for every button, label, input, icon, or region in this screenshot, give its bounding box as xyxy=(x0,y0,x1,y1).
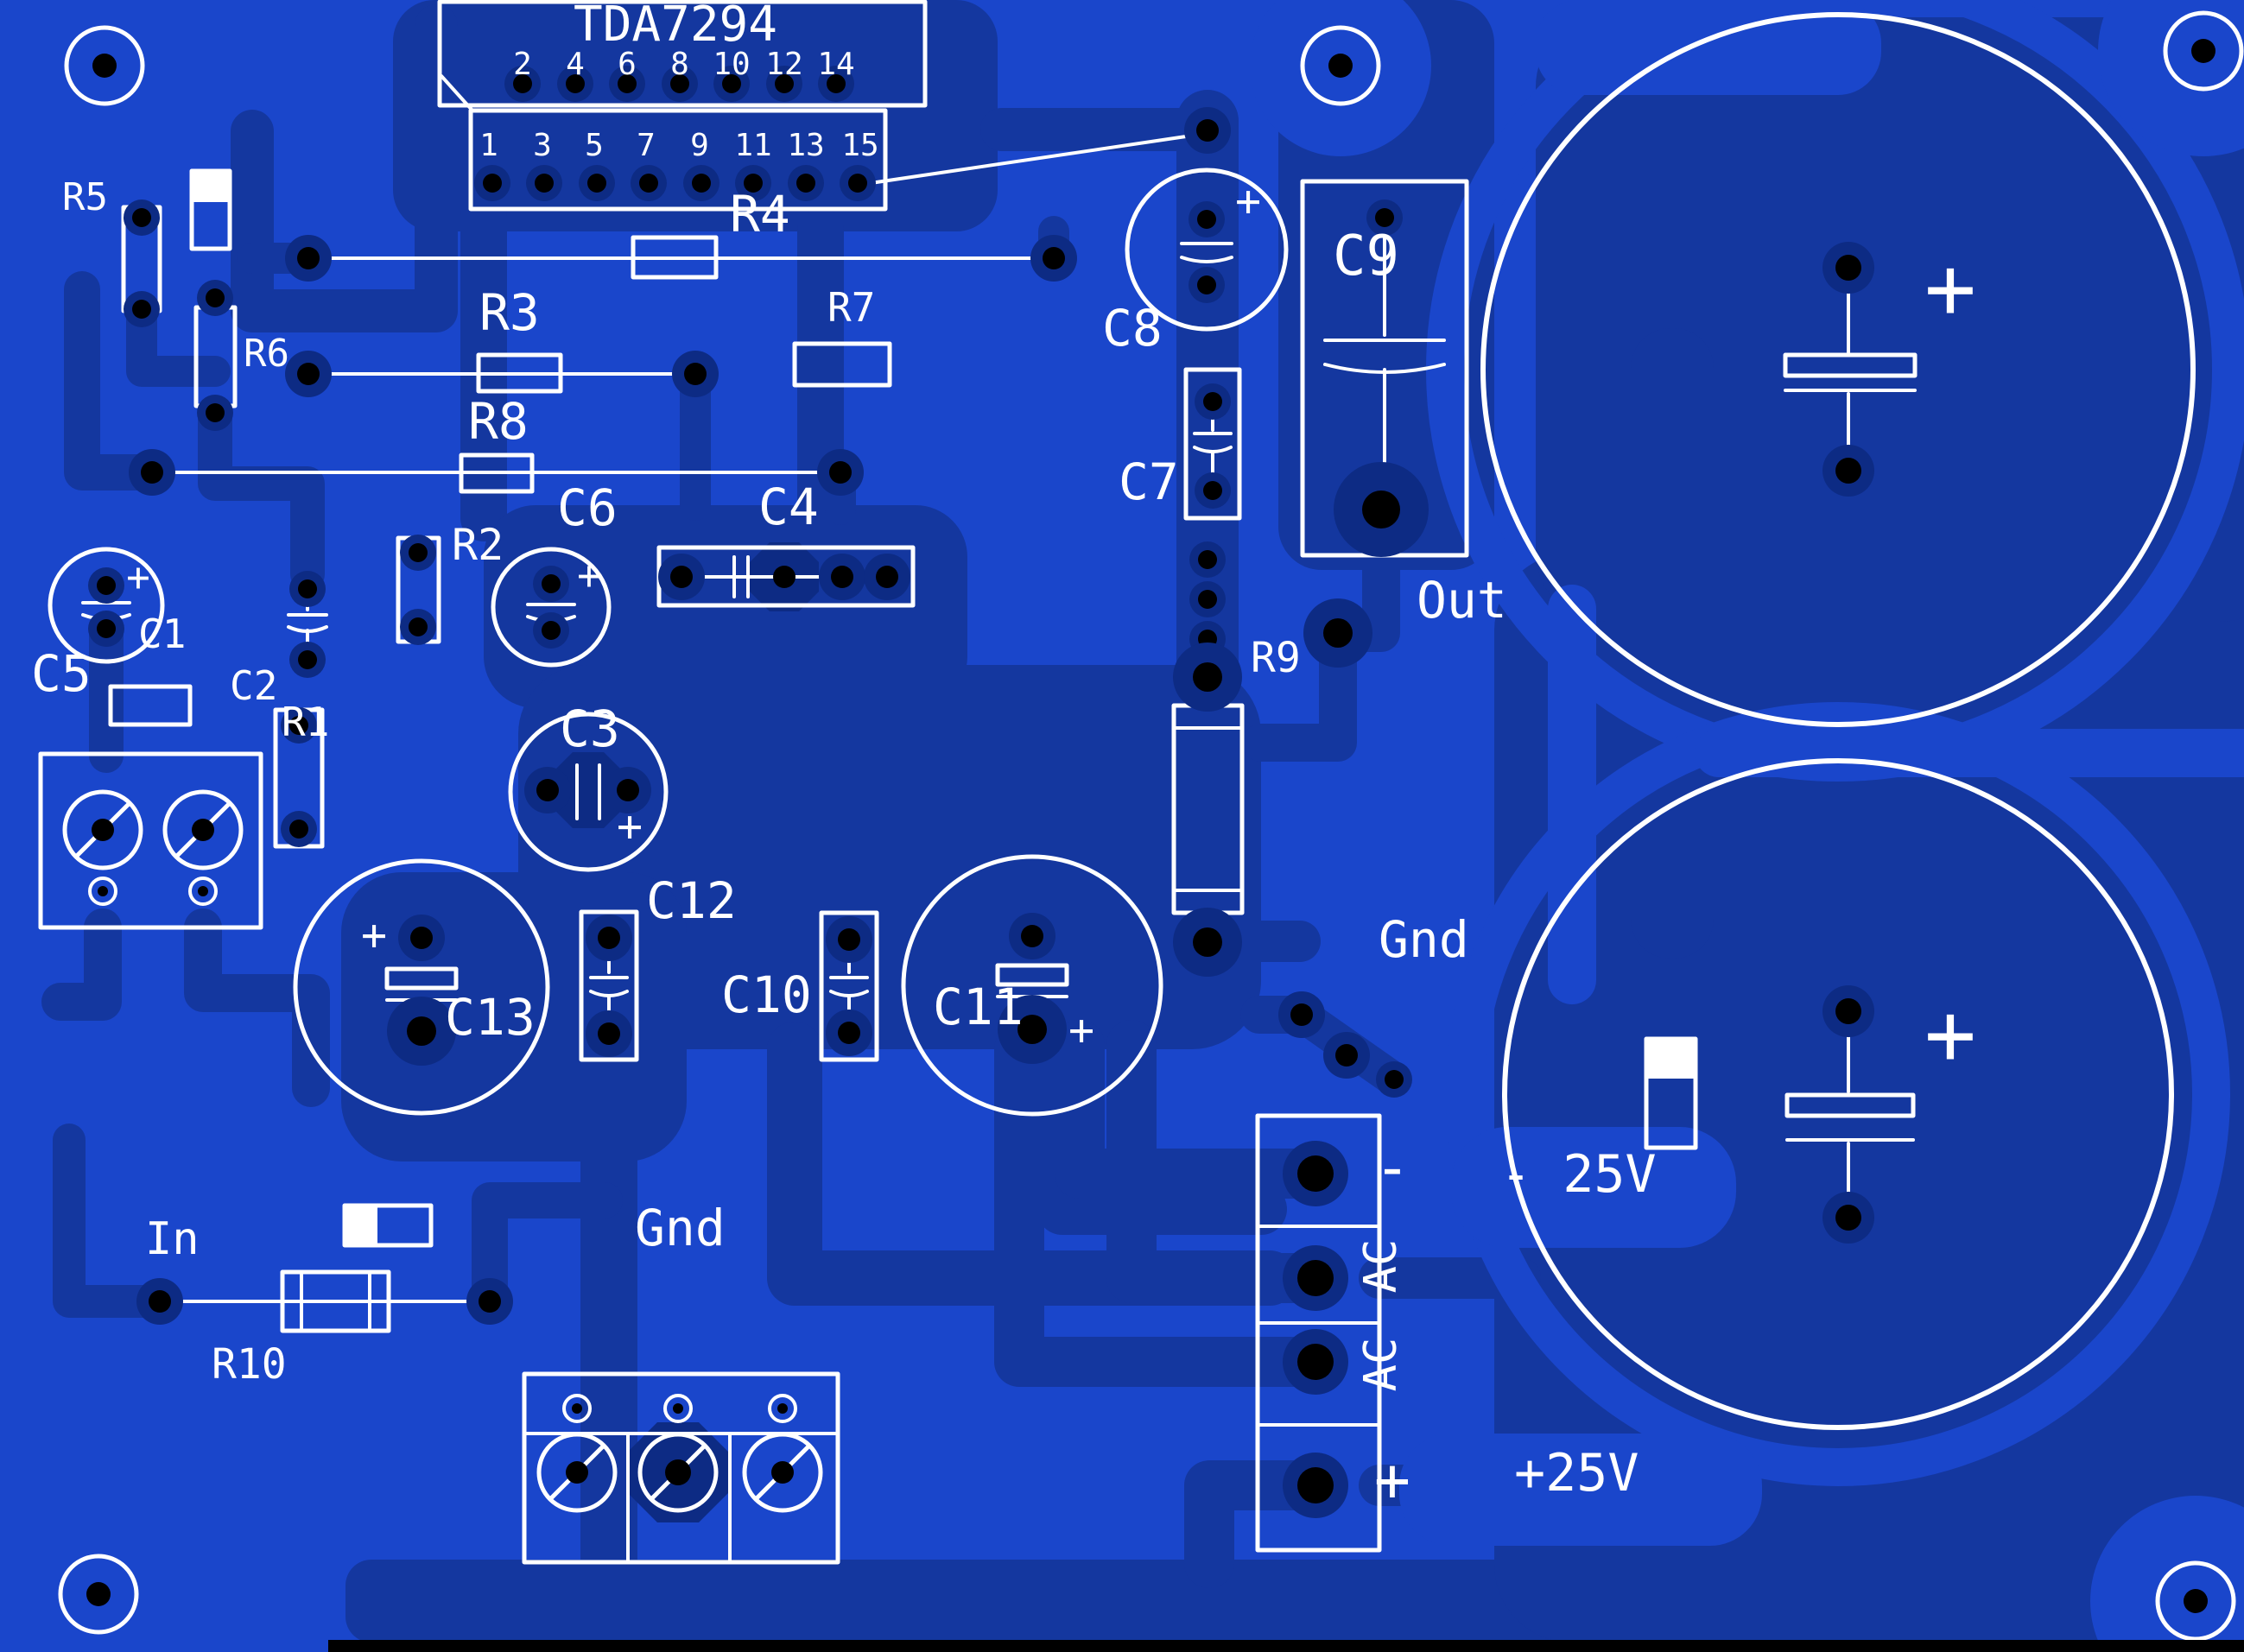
ic-tda7294-outline xyxy=(437,0,928,212)
plus-mark-c11: + xyxy=(1068,1005,1094,1055)
pin15-silk-line xyxy=(869,131,1211,185)
label-ac-2: AC xyxy=(1355,1338,1407,1392)
polarity-mark-3 xyxy=(342,1203,434,1248)
pin-number: 12 xyxy=(765,47,802,82)
pin-number: 3 xyxy=(533,128,552,163)
pin-number: 7 xyxy=(637,128,656,163)
label-gnd-center: Gnd xyxy=(635,1199,726,1257)
resistor-r7 xyxy=(792,341,892,388)
label-ac-1: AC xyxy=(1355,1239,1407,1294)
terminal-block-bottom xyxy=(522,1371,840,1565)
label-c9: C9 xyxy=(1333,225,1399,288)
polarity-mark-1 xyxy=(189,168,232,251)
label-r9: R9 xyxy=(1251,634,1301,682)
pin-number: 5 xyxy=(585,128,604,163)
label-c3: C3 xyxy=(560,699,620,758)
label-r8: R8 xyxy=(468,392,529,451)
plus-mark-cap-bottom: + xyxy=(1924,984,1976,1085)
pin-number: 10 xyxy=(713,47,750,82)
resistor-r3 xyxy=(307,352,697,394)
label-c10: C10 xyxy=(721,965,812,1024)
label-r1: R1 xyxy=(282,699,329,745)
label-r6: R6 xyxy=(244,332,289,376)
plus-mark-c6: + xyxy=(577,552,601,598)
pin-number: 9 xyxy=(690,128,709,163)
label-c11: C11 xyxy=(933,978,1024,1036)
label-c12: C12 xyxy=(646,871,737,930)
label-c5: C5 xyxy=(31,644,92,703)
pin-number: 15 xyxy=(841,128,878,163)
label-c1: C1 xyxy=(138,611,186,657)
pin-number: 8 xyxy=(670,47,689,82)
label-in: In xyxy=(145,1213,200,1265)
copper-layer xyxy=(41,0,2244,1643)
pin-number: 11 xyxy=(734,128,771,163)
ic-title: TDA7294 xyxy=(574,0,777,53)
resistor-r10 xyxy=(158,1269,491,1333)
capacitor-c3 xyxy=(508,712,669,872)
label-r4: R4 xyxy=(730,185,790,244)
plus-mark-c3: + xyxy=(617,801,643,851)
capacitor-c5 xyxy=(108,684,193,727)
pin-number: 4 xyxy=(566,47,585,82)
label-gnd-right: Gnd xyxy=(1379,910,1469,969)
label-r7: R7 xyxy=(827,284,875,331)
plus-mark-cap-top: + xyxy=(1924,237,1976,339)
label-ac-plus: + xyxy=(1374,1445,1410,1516)
label-r10: R10 xyxy=(212,1340,287,1389)
terminal-block-left xyxy=(38,751,263,930)
terminal-block-ac xyxy=(1255,1113,1382,1553)
label-r3: R3 xyxy=(479,283,540,342)
resistor-r4 xyxy=(307,235,1055,280)
polarity-mark-2 xyxy=(1644,1036,1698,1150)
label-r5: R5 xyxy=(62,175,108,219)
pin-number: 14 xyxy=(817,47,854,82)
resistor-r8 xyxy=(150,453,842,494)
label-minus-25v: - 25V xyxy=(1500,1144,1657,1205)
silkscreen-labels: TDA7294 2 4 6 8 10 12 14 1 3 5 7 9 11 13… xyxy=(31,0,1976,1516)
pin-number: 2 xyxy=(513,47,532,82)
plus-mark-c1: + xyxy=(126,554,150,600)
pin-number: 6 xyxy=(618,47,637,82)
label-c4: C4 xyxy=(758,478,819,536)
pin-number: 13 xyxy=(787,128,824,163)
board-edge-strip xyxy=(328,1640,2244,1652)
label-c2: C2 xyxy=(230,662,277,709)
plus-mark-c8: + xyxy=(1235,176,1261,226)
pin-number: 1 xyxy=(479,128,498,163)
label-ac-minus: - xyxy=(1374,1132,1410,1203)
label-c13: C13 xyxy=(445,988,536,1047)
label-c6: C6 xyxy=(557,478,618,537)
label-r2: R2 xyxy=(452,520,504,570)
label-out: Out xyxy=(1417,571,1507,630)
label-plus-25v: +25V xyxy=(1514,1443,1639,1503)
plus-mark-c13: + xyxy=(361,910,387,960)
capacitor-c8 xyxy=(1125,168,1289,332)
label-c8: C8 xyxy=(1102,299,1163,358)
label-c7: C7 xyxy=(1119,453,1179,511)
